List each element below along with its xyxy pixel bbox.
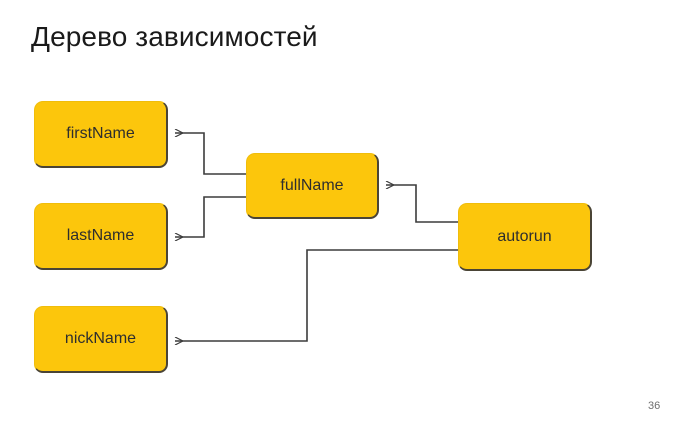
node-fullname[interactable]: fullName (246, 153, 379, 219)
node-label: fullName (280, 176, 344, 194)
edge-fullname-to-firstname (175, 133, 246, 175)
page-title: Дерево зависимостей (31, 21, 318, 52)
node-label: firstName (66, 125, 135, 142)
node-lastname[interactable]: lastName (34, 203, 168, 270)
page-number: 36 (648, 400, 661, 412)
node-nickname[interactable]: nickName (34, 306, 168, 373)
node-label: nickName (64, 330, 137, 347)
node-label: lastName (66, 227, 135, 244)
edge-autorun-to-fullname (386, 185, 458, 223)
edge-fullname-to-lastname (175, 196, 246, 237)
node-label: autorun (497, 227, 552, 245)
node-firstname[interactable]: firstName (34, 101, 168, 168)
node-autorun[interactable]: autorun (458, 203, 592, 271)
edge-autorun-to-nickname (175, 249, 458, 341)
